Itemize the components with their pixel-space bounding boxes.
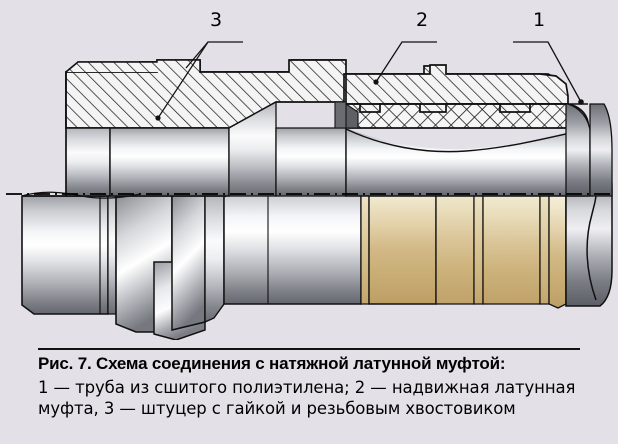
brass-end-collar — [548, 189, 567, 309]
caption-title: Рис. 7. Схема соединения с натяжной лату… — [38, 354, 506, 373]
bore-left — [65, 127, 111, 197]
break-wave-left — [21, 191, 141, 199]
figure-caption: Рис. 7. Схема соединения с натяжной лату… — [0, 340, 618, 444]
left-shank-body — [21, 195, 109, 315]
nut-to-body-transition — [204, 195, 225, 324]
brass-sleeve-section-3 — [482, 189, 541, 305]
technical-drawing: 3 2 1 — [6, 9, 613, 341]
caption-body: 1 — труба из сшитого полиэтилена; 2 — на… — [38, 378, 576, 418]
leader-dot-1 — [578, 99, 584, 105]
bore-right — [275, 127, 347, 197]
callout-leaders — [155, 41, 584, 121]
coupling-barrel — [223, 178, 362, 305]
brass-sleeve-section-1 — [368, 181, 437, 305]
pipe-shoulder-dark — [565, 103, 591, 197]
leader-line-3-inner — [157, 41, 209, 119]
leader-line-2 — [375, 41, 437, 83]
leader-dot-2 — [373, 79, 379, 85]
shadow-pocket-2 — [334, 101, 347, 129]
pipe-right-upper — [589, 103, 613, 197]
bore-mid — [109, 127, 230, 197]
cross-section-svg — [6, 41, 613, 341]
brass-edge-ring — [360, 191, 370, 305]
callout-label-3: 3 — [209, 9, 223, 31]
brass-ring-1 — [473, 190, 484, 305]
leader-dot-3 — [155, 115, 161, 121]
caption-divider-rule — [38, 348, 580, 350]
break-waves — [21, 191, 141, 199]
leader-line-1 — [513, 41, 582, 103]
brass-sleeve-section-2 — [435, 183, 475, 305]
hex-nut-facet-right — [171, 195, 206, 331]
upper-section-view — [22, 59, 613, 197]
callout-label-2: 2 — [415, 9, 429, 31]
pex-pipe-section — [345, 103, 589, 129]
callout-label-1: 1 — [532, 9, 546, 31]
brass-ring-2 — [539, 189, 550, 305]
